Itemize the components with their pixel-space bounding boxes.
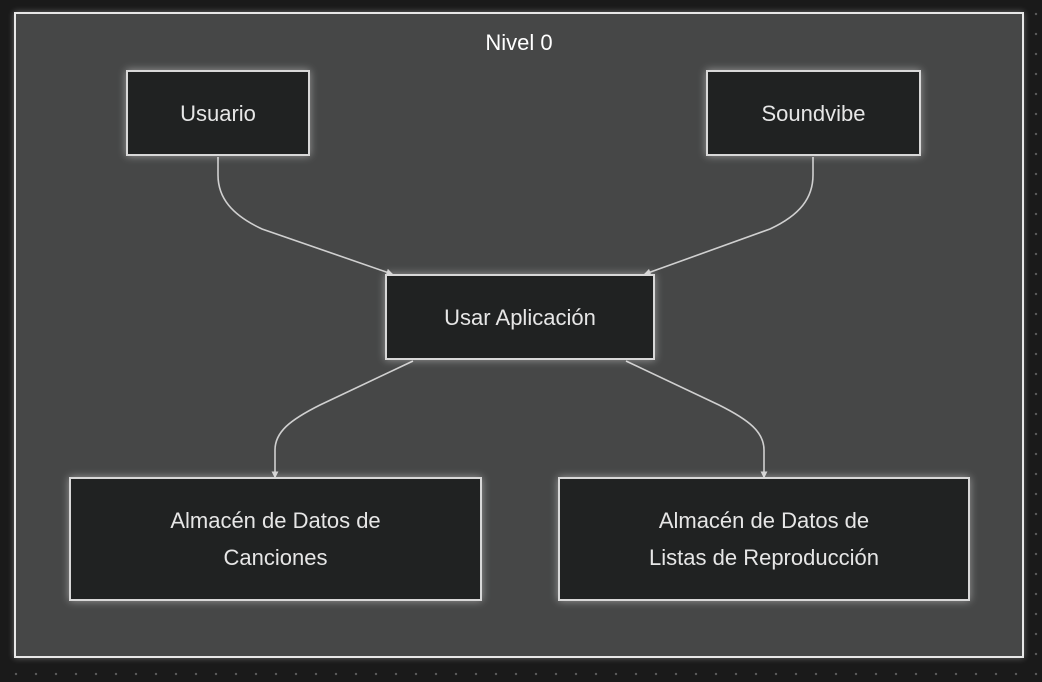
edge-usar-aplicacion-to-listas <box>625 360 768 479</box>
node-almacen-canciones-label: Almacén de Datos de Canciones <box>170 508 381 570</box>
node-usuario[interactable]: Usuario <box>126 70 310 156</box>
node-almacen-listas[interactable]: Almacén de Datos de Listas de Reproducci… <box>558 477 970 601</box>
edge-soundvibe-to-usar-aplicacion <box>643 157 814 276</box>
node-usar-aplicacion[interactable]: Usar Aplicación <box>385 274 655 360</box>
node-usuario-label: Usuario <box>180 100 256 126</box>
node-almacen-canciones[interactable]: Almacén de Datos de Canciones <box>69 477 482 601</box>
edge-usar-aplicacion-to-canciones <box>271 360 414 479</box>
node-soundvibe[interactable]: Soundvibe <box>706 70 921 156</box>
edge-usuario-to-usar-aplicacion <box>217 157 394 276</box>
node-soundvibe-label: Soundvibe <box>761 100 866 126</box>
node-usar-aplicacion-label: Usar Aplicación <box>444 304 596 330</box>
cluster-title: Nivel 0 <box>485 30 553 55</box>
node-almacen-listas-label: Almacén de Datos de Listas de Reproducci… <box>649 508 879 570</box>
